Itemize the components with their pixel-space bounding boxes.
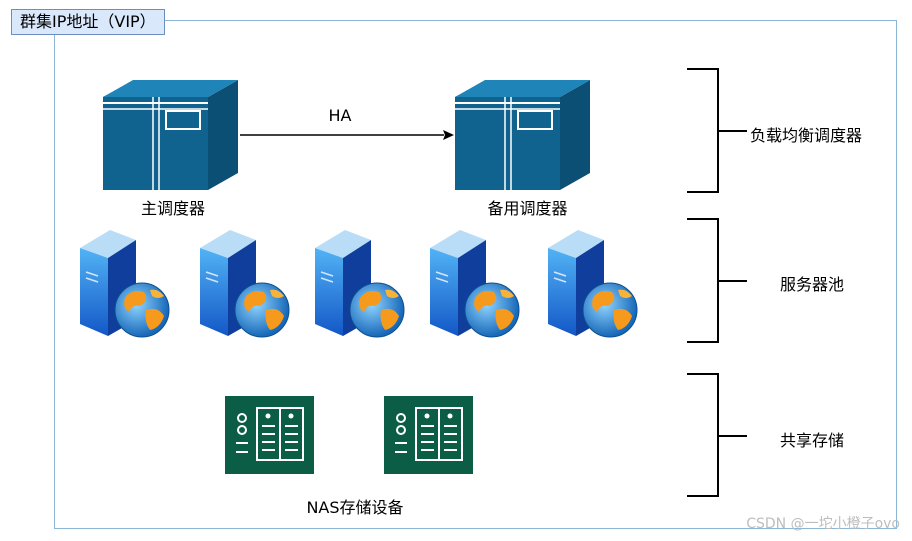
backup-scheduler-icon (455, 80, 590, 190)
web-server-icon (548, 230, 638, 338)
tier-bracket-tick (717, 130, 747, 132)
nas-storage-label: NAS存储设备 (306, 498, 404, 517)
watermark: CSDN @一坨小橙子ovo (746, 516, 900, 532)
ha-arrow (240, 130, 454, 140)
tier-bracket-tick (717, 280, 747, 282)
tier-label-server-pool: 服务器池 (780, 275, 845, 294)
web-server-icon (200, 230, 290, 338)
backup-scheduler-label: 备用调度器 (487, 199, 568, 218)
web-server-icon (80, 230, 170, 338)
ha-label: HA (328, 106, 352, 125)
vip-label: 群集IP地址（VIP） (11, 9, 165, 35)
tier-label-shared-storage: 共享存储 (780, 431, 845, 450)
tier-bracket (687, 68, 719, 193)
tier-label-load-balancer: 负载均衡调度器 (750, 126, 863, 145)
tier-bracket (687, 373, 719, 497)
primary-scheduler-label: 主调度器 (140, 199, 205, 218)
tier-bracket (687, 218, 719, 343)
primary-scheduler-icon (103, 80, 238, 190)
web-server-icon (430, 230, 520, 338)
tier-bracket-tick (717, 435, 747, 437)
cluster-frame (54, 20, 897, 529)
nas-storage-icon (225, 396, 314, 474)
web-server-icon (315, 230, 405, 338)
nas-storage-icon (384, 396, 473, 474)
